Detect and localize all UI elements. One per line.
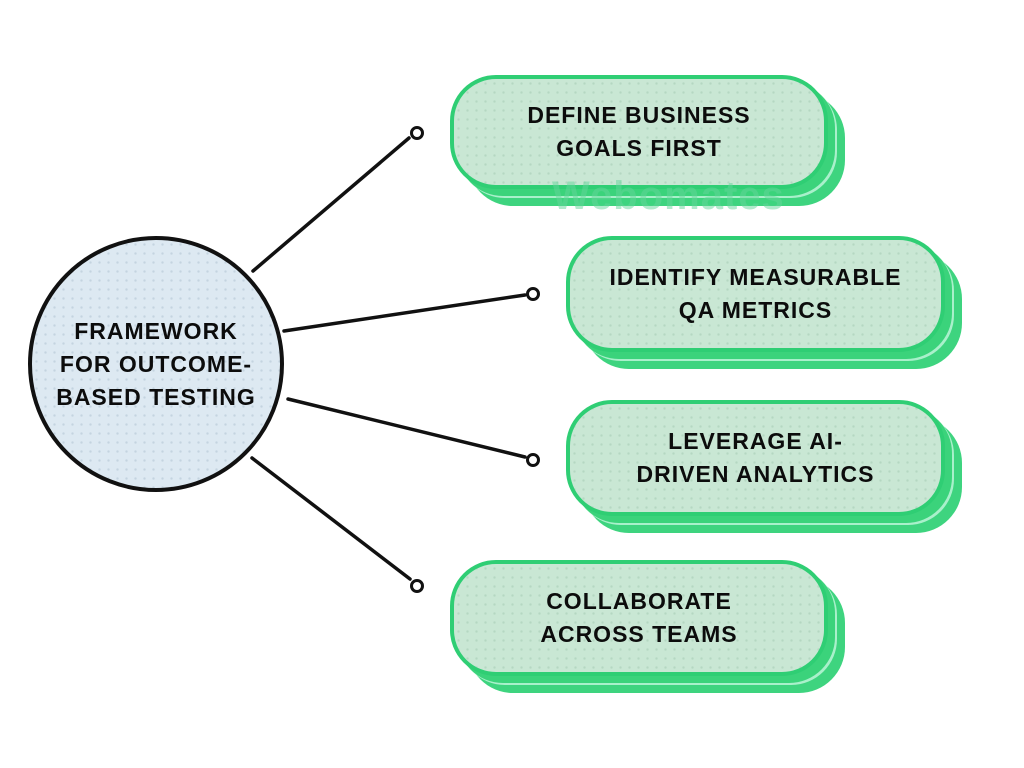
branch-node-label-line: GOALS FIRST [556,135,722,161]
branch-node-leverage-ai-analytics: LEVERAGE AI- DRIVEN ANALYTICS [566,400,945,516]
branch-node-label-line: DRIVEN ANALYTICS [636,461,875,487]
branch-node-label-line: LEVERAGE AI- [668,428,843,454]
central-topic-label-line: FOR OUTCOME- [59,350,253,377]
branch-node-label-line: COLLABORATE [546,588,732,614]
connector-endpoint-1-icon [410,126,424,140]
branch-node-collaborate-across-teams: COLLABORATE ACROSS TEAMS [450,560,828,676]
branch-node-label-line: DEFINE BUSINESS [527,102,751,128]
connector-line-1 [251,136,411,273]
branch-node-identify-qa-metrics: IDENTIFY MEASURABLE QA METRICS [566,236,945,352]
central-topic-node: FRAMEWORK FOR OUTCOME- BASED TESTING [28,236,284,492]
branch-node-define-business-goals: DEFINE BUSINESS GOALS FIRST [450,75,828,189]
branch-node-label-line: QA METRICS [678,297,833,323]
connector-endpoint-2-icon [526,287,540,301]
central-topic-label-line: FRAMEWORK [74,317,238,344]
connector-line-3 [286,397,527,459]
connector-line-2 [282,293,527,333]
branch-node-label-line: ACROSS TEAMS [540,621,738,647]
connector-endpoint-4-icon [410,579,424,593]
connector-endpoint-3-icon [526,453,540,467]
branch-node-label-line: IDENTIFY MEASURABLE [609,264,902,290]
connector-line-4 [250,456,412,581]
central-topic-label-line: BASED TESTING [56,383,256,410]
